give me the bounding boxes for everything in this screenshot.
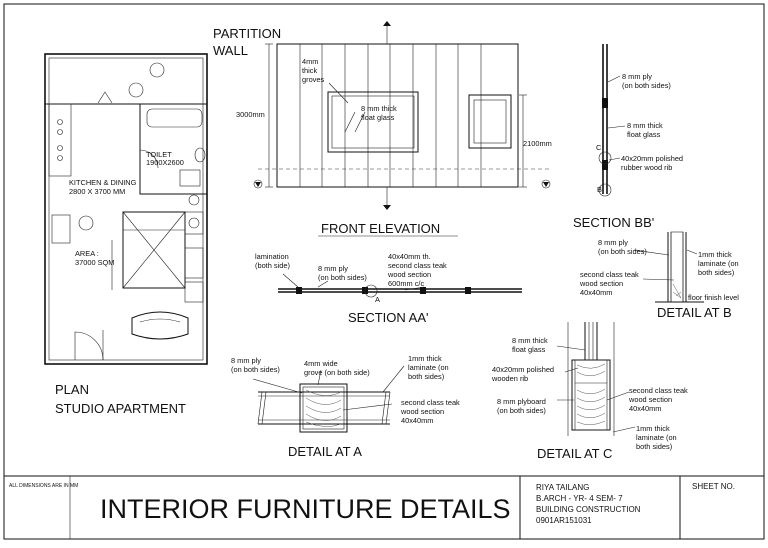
detail-c-glass-line2: float glass: [512, 345, 546, 354]
detail-a-teak-line1: second class teak: [401, 398, 460, 407]
section-aa-teak-line2: second class teak: [388, 261, 447, 270]
detail-a-lam-line1: 1mm thick: [408, 354, 442, 363]
section-bb-drawing: 8 mm ply (on both sides) 8 mm thick floa…: [596, 44, 683, 197]
elevation-heading-line1: PARTITION: [213, 26, 281, 41]
section-aa-lam-line2: (both side): [255, 261, 290, 270]
elevation-glass-line2: float glass: [361, 113, 395, 122]
detail-a-lam-line2: laminate (on: [408, 363, 449, 372]
student-course: B.ARCH - YR- 4 SEM- 7: [536, 494, 623, 503]
detail-a-teak-line2: wood section: [400, 407, 444, 416]
section-bb-title: SECTION BB': [573, 215, 654, 230]
detail-c-drawing: 8 mm thick float glass 40x20mm polished …: [491, 322, 688, 451]
detail-a-drawing: 8 mm ply (on both sides) 4mm wide grove …: [231, 354, 460, 433]
detail-a-teak-line3: 40x40mm: [401, 416, 433, 425]
section-bb-marker-c: C: [596, 143, 602, 152]
section-aa-teak-line4: 600mm c/c: [388, 279, 424, 288]
section-aa-teak-line3: wood section: [387, 270, 431, 279]
section-aa-teak-line1: 40x40mm th.: [388, 252, 431, 261]
elevation-heading-line2: WALL: [213, 43, 248, 58]
section-aa-ply-line2: (on both sides): [318, 273, 367, 282]
elevation-groves-line1: 4mm: [302, 57, 318, 66]
detail-c-teak-line3: 40x40mm: [629, 404, 661, 413]
elevation-height-right: 2100mm: [523, 139, 552, 148]
section-bb-ply-line1: 8 mm ply: [622, 72, 652, 81]
detail-b-lam-line2: laminate (on: [698, 259, 739, 268]
detail-c-rib-line2: wooden rib: [491, 374, 528, 383]
detail-c-rib-line1: 40x20mm polished: [492, 365, 554, 374]
detail-b-lam-line1: 1mm thick: [698, 250, 732, 259]
roll-number: 0901AR151031: [536, 516, 592, 525]
detail-c-title: DETAIL AT C: [537, 446, 612, 461]
elevation-groves-line3: groves: [302, 75, 324, 84]
sheet-border: [3, 3, 765, 540]
detail-b-ply-line1: 8 mm ply: [598, 238, 628, 247]
detail-c-plyboard-line2: (on both sides): [497, 406, 546, 415]
section-aa-ply-line1: 8 mm ply: [318, 264, 348, 273]
plan-toilet-size: 1900X2600: [146, 158, 184, 167]
detail-a-grove-line2: grove (on both side): [304, 368, 370, 377]
dims-note: ALL DIMENSIONS ARE IN MM: [9, 483, 78, 489]
plan-area-value: 37000 SQM: [75, 258, 114, 267]
elevation-height-left: 3000mm: [236, 110, 265, 119]
plan-area-label: AREA :: [75, 249, 99, 258]
detail-b-teak-line1: second class teak: [580, 270, 639, 279]
plan-subtitle: STUDIO APARTMENT: [55, 401, 186, 416]
detail-b-drawing: 8 mm ply (on both sides) 1mm thick lamin…: [579, 231, 739, 303]
subject-name: BUILDING CONSTRUCTION: [536, 505, 641, 514]
section-bb-rib-line1: 40x20mm polished: [621, 154, 683, 163]
sheet-title: INTERIOR FURNITURE DETAILS: [100, 494, 511, 524]
section-bb-glass-line1: 8 mm thick: [627, 121, 663, 130]
section-aa-marker-a: A: [375, 295, 380, 304]
elevation-groves-line2: thick: [302, 66, 318, 75]
plan-kitchen-label: KITCHEN & DINING: [69, 178, 137, 187]
elevation-glass-line1: 8 mm thick: [361, 104, 397, 113]
plan-toilet-label: TOILET: [146, 150, 172, 159]
section-aa-title: SECTION AA': [348, 310, 429, 325]
section-bb-marker-b: B: [597, 185, 602, 194]
section-bb-glass-line2: float glass: [627, 130, 661, 139]
plan-title: PLAN: [55, 382, 89, 397]
detail-b-teak-line2: wood section: [579, 279, 623, 288]
detail-b-ply-line2: (on both sides): [598, 247, 647, 256]
detail-b-lam-line3: both sides): [698, 268, 734, 277]
detail-b-floor: floor finish level: [688, 293, 739, 302]
title-block: ALL DIMENSIONS ARE IN MM INTERIOR FURNIT…: [4, 475, 764, 539]
plan-kitchen-size: 2800 X 3700 MM: [69, 187, 125, 196]
elevation-title: FRONT ELEVATION: [321, 221, 440, 236]
detail-a-title: DETAIL AT A: [288, 444, 362, 459]
detail-b-title: DETAIL AT B: [657, 305, 732, 320]
detail-a-grove-line1: 4mm wide: [304, 359, 338, 368]
student-name: RIYA TAILANG: [536, 483, 589, 492]
sheet-no-label: SHEET NO.: [692, 482, 735, 491]
detail-c-plyboard-line1: 8 mm plyboard: [497, 397, 546, 406]
plan-drawing: KITCHEN & DINING 2800 X 3700 MM TOILET 1…: [44, 53, 208, 365]
front-elevation-drawing: PARTITION WALL 4m: [213, 21, 552, 210]
detail-c-teak-line1: second class teak: [629, 386, 688, 395]
detail-c-lam-line1: 1mm thick: [636, 424, 670, 433]
detail-a-ply-line2: (on both sides): [231, 365, 280, 374]
section-bb-ply-line2: (on both sides): [622, 81, 671, 90]
detail-c-lam-line2: laminate (on: [636, 433, 677, 442]
detail-c-glass-line1: 8 mm thick: [512, 336, 548, 345]
detail-a-ply-line1: 8 mm ply: [231, 356, 261, 365]
section-aa-lam-line1: lamination: [255, 252, 289, 261]
section-bb-rib-line2: rubber wood rib: [621, 163, 672, 172]
detail-b-teak-line3: 40x40mm: [580, 288, 612, 297]
section-aa-drawing: lamination (both side) 8 mm ply (on both…: [255, 252, 522, 304]
detail-a-lam-line3: both sides): [408, 372, 444, 381]
detail-c-lam-line3: both sides): [636, 442, 672, 451]
detail-c-teak-line2: wood section: [628, 395, 672, 404]
